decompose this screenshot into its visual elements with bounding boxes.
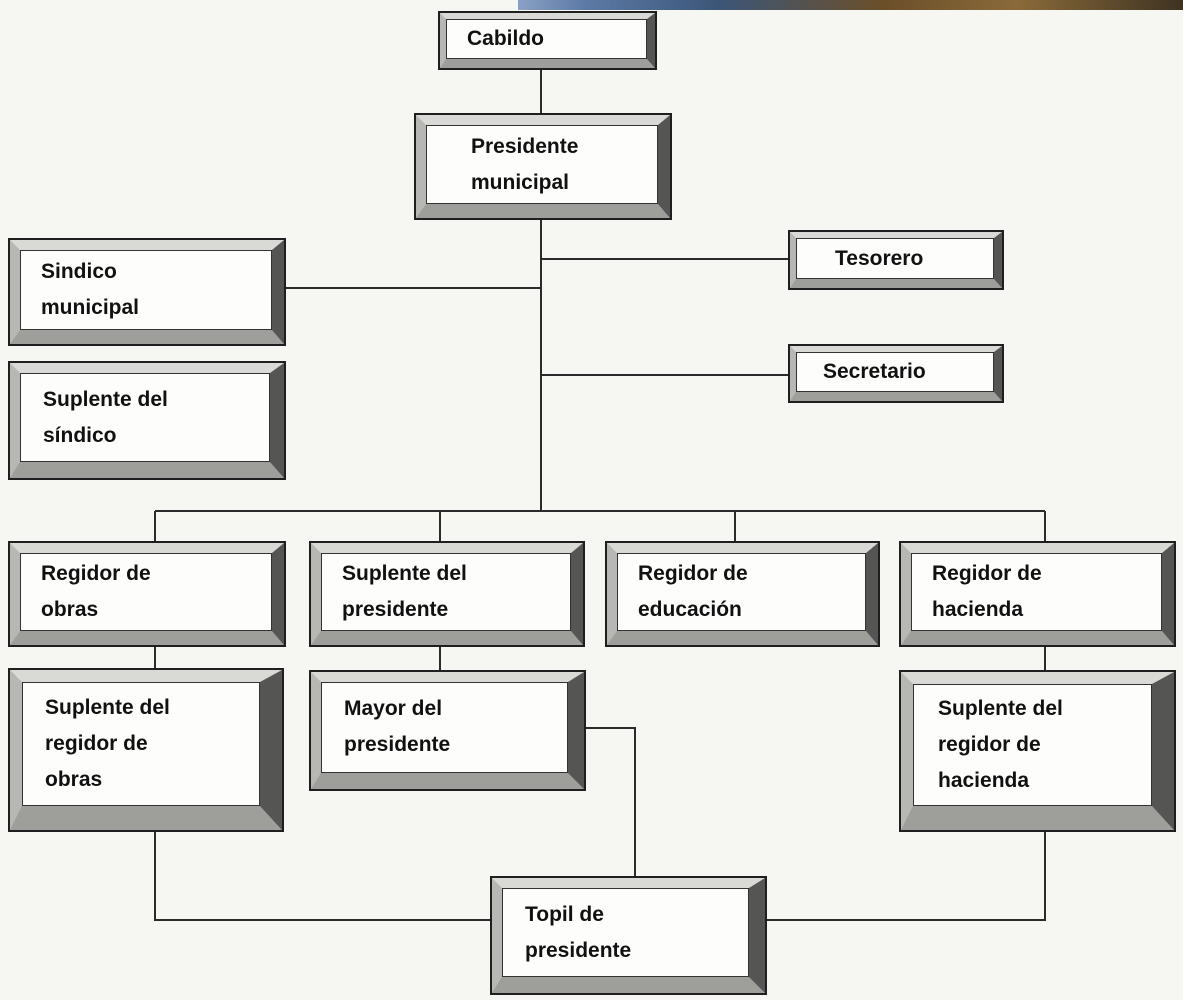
node-topil-presidente: Topil de presidente — [490, 876, 767, 995]
node-label: Cabildo — [467, 27, 544, 50]
node-mayor-presidente: Mayor del presidente — [309, 670, 586, 791]
node-label: Suplente del regidor de obras — [45, 696, 170, 791]
connector-mayor-topil — [584, 727, 636, 878]
node-suplente-sindico: Suplente del síndico — [8, 361, 286, 480]
connector-suplente-hacienda-topil — [765, 830, 1046, 921]
node-label: Suplente del síndico — [43, 387, 168, 447]
node-label: Regidor de educación — [638, 562, 748, 621]
node-label: Secretario — [823, 360, 926, 383]
node-label: Tesorero — [835, 246, 924, 270]
node-label: Sindico municipal — [41, 260, 140, 319]
node-label: Suplente del presidente — [342, 562, 467, 621]
node-label: Presidente municipal — [471, 134, 579, 194]
node-suplente-presidente: Suplente del presidente — [309, 541, 585, 647]
node-secretario: Secretario — [788, 344, 1004, 403]
node-regidor-hacienda: Regidor de hacienda — [899, 541, 1176, 647]
node-tesorero: Tesorero — [788, 230, 1004, 290]
node-suplente-regidor-hacienda: Suplente del regidor de hacienda — [899, 670, 1176, 832]
node-label: Regidor de hacienda — [932, 562, 1042, 621]
node-label: Suplente del regidor de hacienda — [938, 697, 1063, 792]
connector-suplente-obras-topil — [154, 830, 492, 921]
node-label: Topil de presidente — [525, 902, 632, 962]
node-sindico-municipal: Sindico municipal — [8, 238, 286, 346]
node-cabildo: Cabildo — [438, 11, 657, 70]
node-presidente-municipal: Presidente municipal — [414, 113, 672, 220]
node-label: Regidor de obras — [41, 562, 151, 621]
node-suplente-regidor-obras: Suplente del regidor de obras — [8, 668, 284, 832]
photo-edge-strip — [518, 0, 1183, 10]
node-label: Mayor del presidente — [344, 697, 451, 756]
node-regidor-educacion: Regidor de educación — [605, 541, 880, 647]
node-regidor-obras: Regidor de obras — [8, 541, 286, 647]
